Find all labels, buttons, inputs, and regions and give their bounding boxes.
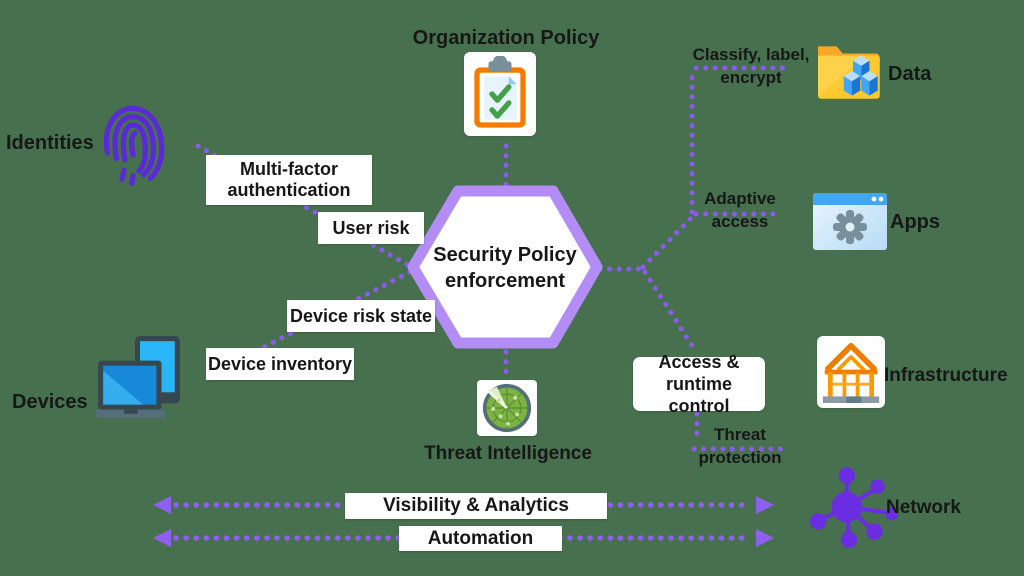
access-runtime-control-label: Access & runtime control	[633, 352, 765, 416]
network-label: Network	[886, 497, 961, 518]
threat-protection-label: Threat protection	[698, 425, 782, 467]
fingerprint-icon	[100, 102, 168, 186]
folder-icon	[816, 38, 888, 104]
identities-label: Identities	[6, 132, 94, 154]
devices-label: Devices	[12, 391, 88, 413]
hexagon-label: Security Policy enforcement	[433, 244, 577, 292]
device-inventory-label: Device inventory	[206, 348, 354, 380]
clipboard-icon	[464, 52, 536, 136]
mfa-label: Multi-factor authentication	[206, 155, 372, 205]
device-risk-state-label: Device risk state	[287, 300, 435, 332]
data-label: Data	[888, 63, 932, 85]
hexagon-shape	[407, 185, 603, 349]
infrastructure-label: Infrastructure	[884, 365, 1008, 386]
threat-intelligence-label: Threat Intelligence	[424, 443, 592, 464]
house-icon	[817, 336, 885, 408]
network-icon	[806, 460, 898, 552]
visibility-analytics-bar: Visibility & Analytics	[345, 493, 607, 519]
apps-label: Apps	[890, 211, 940, 233]
user-risk-label: User risk	[318, 212, 424, 244]
classify-label-encrypt-label: Classify, label, encrypt	[692, 45, 810, 87]
adaptive-access-label: Adaptive access	[704, 189, 776, 231]
radar-icon	[477, 380, 537, 436]
automation-bar: Automation	[399, 526, 562, 551]
organization-policy-label: Organization Policy	[412, 27, 600, 49]
devices-icon	[96, 334, 182, 424]
security-policy-hexagon: Security Policy enforcement	[405, 182, 605, 354]
app-window-icon	[813, 193, 887, 250]
